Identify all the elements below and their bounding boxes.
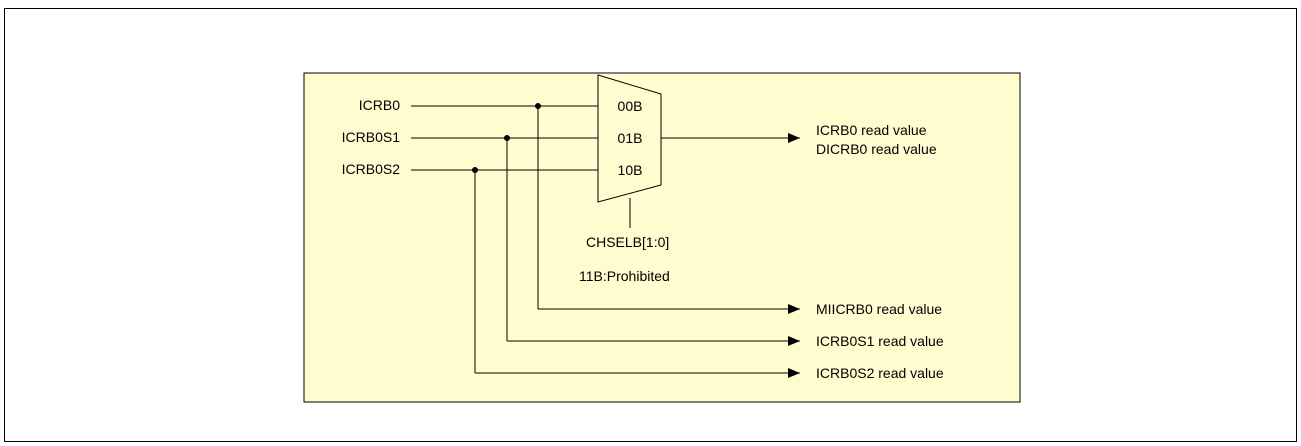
input-label-icrb0s1: ICRB0S1	[342, 129, 401, 145]
output-label-miicrb0: MIICRB0 read value	[816, 301, 942, 317]
diagram-panel	[303, 72, 1021, 403]
mux-port-00b: 00B	[618, 98, 643, 114]
mux-output-label-dicrb0: DICRB0 read value	[816, 141, 937, 157]
input-label-icrb0s2: ICRB0S2	[342, 161, 401, 177]
mux-output-label-icrb0: ICRB0 read value	[816, 122, 927, 138]
mux-port-10b: 10B	[618, 162, 643, 178]
input-label-icrb0: ICRB0	[359, 97, 400, 113]
output-label-icrb0s2: ICRB0S2 read value	[816, 365, 944, 381]
output-label-icrb0s1: ICRB0S1 read value	[816, 333, 944, 349]
mux-port-01b: 01B	[618, 130, 643, 146]
select-note: 11B:Prohibited	[579, 268, 670, 284]
multiplexer	[597, 74, 662, 203]
select-label: CHSELB[1:0]	[586, 234, 669, 250]
